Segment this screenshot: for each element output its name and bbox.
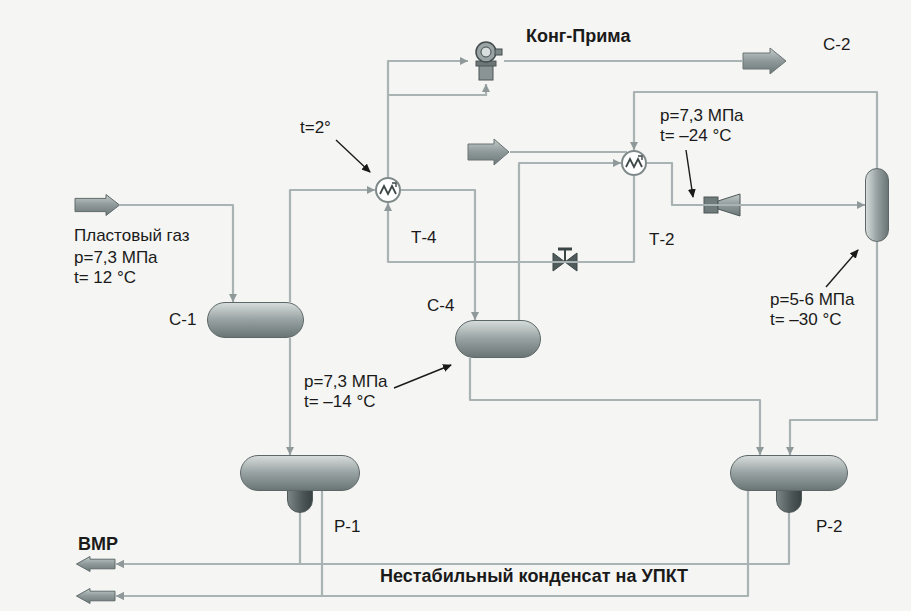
throttle-valve bbox=[553, 249, 577, 271]
icon-head bbox=[476, 42, 496, 62]
leader-line bbox=[686, 150, 693, 197]
vessel-body bbox=[207, 302, 304, 338]
condition-note: p=7,3 МПа t= –14 °C bbox=[304, 372, 396, 412]
coil-tip bbox=[392, 183, 396, 187]
coil-line bbox=[626, 159, 642, 167]
outlet-arrow bbox=[743, 48, 786, 74]
exchanger-shell bbox=[621, 150, 647, 176]
exchanger-coil bbox=[621, 150, 647, 176]
process-line bbox=[290, 190, 375, 302]
leader-line bbox=[394, 365, 451, 388]
exchanger-coil bbox=[375, 177, 401, 203]
methanol-outlet: ВМР bbox=[76, 556, 116, 572]
process-line bbox=[116, 491, 789, 564]
leader-line bbox=[826, 250, 858, 287]
icon-dial bbox=[481, 47, 491, 57]
process-line bbox=[388, 176, 634, 262]
feed-inlet: Пластовый газp=7,3 МПа t= 12 °C bbox=[74, 194, 120, 216]
process-line bbox=[647, 163, 865, 205]
separator-vessel: С-4 bbox=[455, 320, 541, 358]
node-label: Т-4 bbox=[411, 228, 437, 248]
process-line bbox=[289, 338, 291, 455]
node-label: С-4 bbox=[427, 296, 454, 316]
heat-exchanger: Т-4 bbox=[375, 177, 401, 203]
arrow-body bbox=[77, 589, 116, 604]
node-label: ВМР bbox=[78, 534, 118, 554]
gas-outlet-line bbox=[504, 60, 742, 62]
vessel-body bbox=[865, 168, 889, 242]
process-line bbox=[470, 358, 760, 455]
leader-line bbox=[336, 140, 370, 172]
separator-vessel: С-2 bbox=[865, 168, 889, 242]
condition-note: p=5-6 МПа t= –30 °C bbox=[770, 290, 862, 330]
process-line bbox=[388, 61, 468, 177]
turboexpander-icon bbox=[468, 40, 504, 82]
node-label: Конг-Прима bbox=[526, 26, 630, 46]
condensate-outlet: Нестабильный конденсат на УПКТ bbox=[76, 588, 116, 604]
node-label: p=7,3 МПа t= 12 °C bbox=[74, 248, 166, 288]
node-label: С-1 bbox=[169, 310, 196, 330]
node-label: Нестабильный конденсат на УПКТ bbox=[380, 566, 688, 586]
arrow-body bbox=[77, 557, 116, 572]
node-label: Р-2 bbox=[816, 517, 842, 537]
separator-vessel: С-1 bbox=[207, 302, 304, 338]
exchanger-shell bbox=[375, 177, 401, 203]
coil-line bbox=[380, 186, 396, 194]
icon-port bbox=[495, 49, 502, 55]
condition-note: t=2° bbox=[300, 118, 331, 138]
process-line bbox=[634, 92, 877, 168]
process-line bbox=[519, 163, 621, 320]
node-label: Т-2 bbox=[649, 230, 675, 250]
node-label: Пластовый газ bbox=[74, 226, 190, 246]
process-line bbox=[116, 491, 300, 564]
process-line bbox=[790, 242, 877, 455]
process-line bbox=[401, 190, 475, 320]
coil-tip bbox=[638, 156, 642, 160]
vessel-body bbox=[730, 455, 848, 491]
feed-line bbox=[510, 151, 627, 153]
vessel-body bbox=[455, 320, 541, 358]
node-label: С-2 bbox=[823, 35, 850, 55]
turboexpander-unit: Конг-Прима bbox=[468, 40, 504, 82]
condition-note: p=7,3 МПа t= –24 °C bbox=[660, 106, 752, 146]
vessel-body bbox=[240, 455, 360, 491]
arrow-body bbox=[75, 195, 120, 216]
three-phase-separator: Р-2 bbox=[730, 455, 848, 491]
flow-arrow bbox=[76, 556, 116, 572]
three-phase-separator: Р-1 bbox=[240, 455, 360, 491]
flow-arrow bbox=[74, 194, 120, 216]
branch-line bbox=[388, 84, 486, 95]
node-label: Р-1 bbox=[334, 517, 360, 537]
inlet-arrow bbox=[468, 139, 509, 165]
process-line bbox=[116, 491, 748, 596]
heat-exchanger: Т-2 bbox=[621, 150, 647, 176]
flow-arrow bbox=[76, 588, 116, 604]
